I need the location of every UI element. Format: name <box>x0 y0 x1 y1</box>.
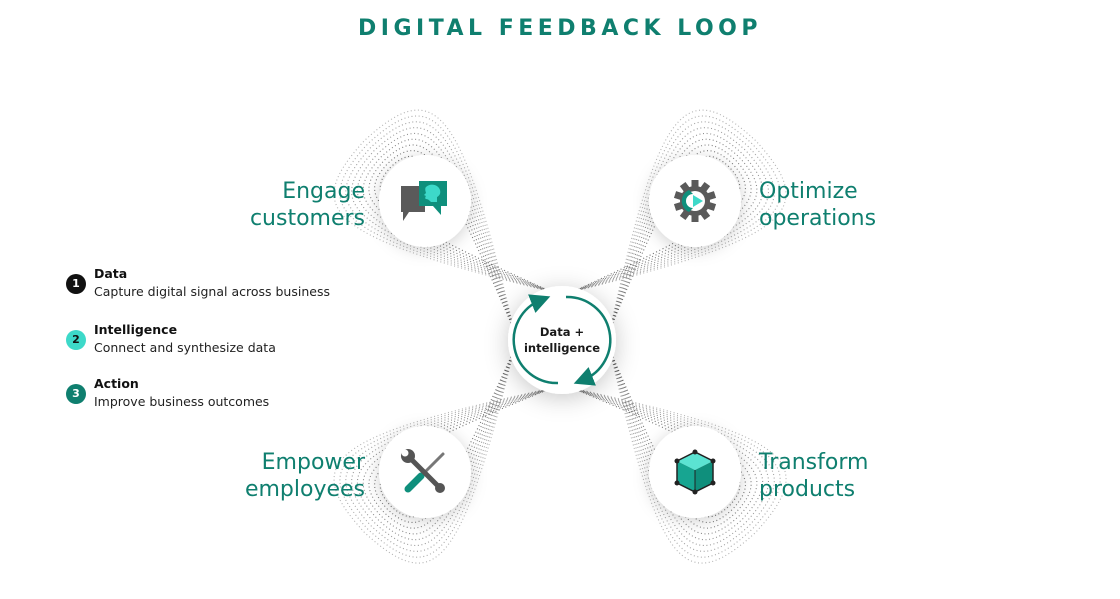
page-title: DIGITAL FEEDBACK LOOP <box>358 16 762 41</box>
legend-number-badge: 3 <box>66 384 86 404</box>
legend-item-data: 1 Data Capture digital signal across bus… <box>66 266 366 306</box>
gear-tooth <box>691 180 699 188</box>
dotted-loop-line <box>339 349 553 558</box>
legend-title: Data <box>94 266 128 281</box>
transform-node <box>649 426 741 518</box>
dotted-loop-line <box>571 109 787 331</box>
legend-number-badge: 2 <box>66 330 86 350</box>
center-hub <box>508 286 616 394</box>
optimize-node <box>649 155 741 247</box>
center-label: Data + intelligence <box>523 325 601 355</box>
dotted-loop-line <box>339 115 553 331</box>
optimize-label: Optimize operations <box>759 179 877 231</box>
empower-node <box>379 426 471 518</box>
dotted-loop-line <box>345 121 553 331</box>
empower-label: Empower employees <box>244 450 365 502</box>
dotted-loop-line <box>571 115 781 331</box>
cube-icon <box>674 449 716 495</box>
legend-description: Improve business outcomes <box>94 394 270 409</box>
transform-label: Transform products <box>759 450 869 502</box>
dotted-loop-line <box>333 349 553 564</box>
engage-label: Engage customers <box>249 179 365 231</box>
gear-icon <box>673 180 717 222</box>
engage-node <box>379 155 471 247</box>
legend-item-action: 3 Action Improve business outcomes <box>66 376 366 416</box>
gear-tooth <box>691 214 699 222</box>
legend-title: Intelligence <box>94 322 178 337</box>
dotted-loop-line <box>571 349 787 564</box>
legend-title: Action <box>94 376 139 391</box>
legend-description: Capture digital signal across business <box>94 284 330 299</box>
dotted-loop-line <box>345 349 553 552</box>
legend-number-badge: 1 <box>66 274 86 294</box>
dotted-loop-line <box>351 349 553 547</box>
dotted-loop-line <box>362 138 553 331</box>
legend-item-intelligence: 2 Intelligence Connect and synthesize da… <box>66 322 366 362</box>
legend-description: Connect and synthesize data <box>94 340 276 355</box>
tools-icon <box>401 449 445 493</box>
chat-bubbles-icon <box>401 181 447 221</box>
